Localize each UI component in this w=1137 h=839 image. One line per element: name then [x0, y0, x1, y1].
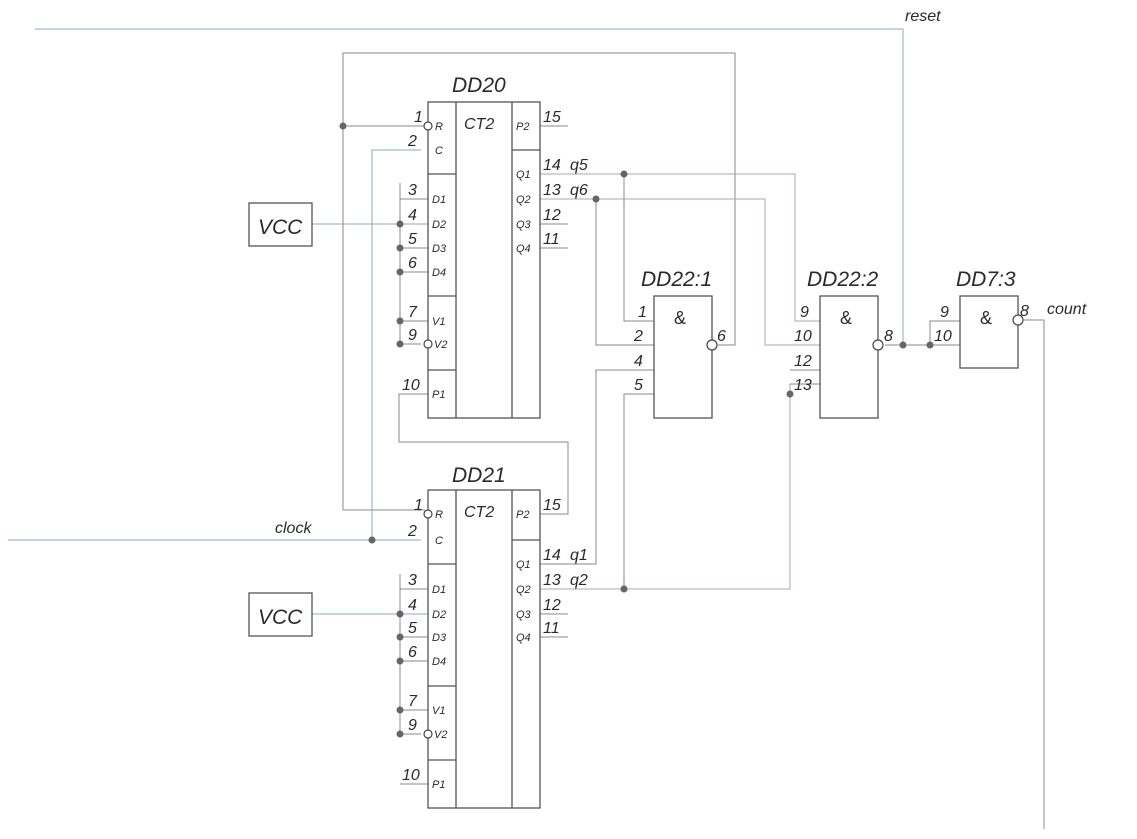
dd20-label-q1: Q1: [516, 169, 531, 181]
dd20-label-d1: D1: [432, 194, 446, 206]
dd21-label-q2: Q2: [516, 584, 531, 596]
dd20-label-q2: Q2: [516, 194, 531, 206]
dd22-2-in-9: 9: [800, 304, 809, 321]
dd21-pin-d2: 4: [408, 597, 417, 614]
dd21-pin-r: 1: [414, 497, 423, 514]
dd21-pin-v1: 7: [408, 693, 418, 710]
gate-dd7-3: DD7:3 & 9 10 8: [934, 268, 1029, 369]
dd20-pin-p2: 15: [543, 109, 561, 126]
dd21-label-q1: Q1: [516, 559, 531, 571]
dd22-1-ref: DD22:1: [641, 268, 712, 291]
vcc-top: VCC: [248, 202, 313, 247]
dd20-label-q3: Q3: [516, 219, 532, 231]
dd7-3-in-10: 10: [934, 328, 952, 345]
dd22-1-out: 6: [717, 328, 726, 345]
dd20-pin-d3: 5: [408, 231, 417, 248]
dd20-pin-r: 1: [414, 109, 423, 126]
dd22-1-in-1: 1: [638, 304, 647, 321]
dd20-label-d4: D4: [432, 267, 446, 279]
dd21-label-r: R: [435, 509, 443, 521]
dd22-1-in-5: 5: [634, 377, 643, 394]
dd20-type: CT2: [464, 116, 494, 133]
dd7-3-ref: DD7:3: [956, 268, 1016, 291]
wires: [8, 28, 1045, 829]
dd21-label-c: C: [435, 535, 443, 547]
dd21-label-d2: D2: [432, 609, 446, 621]
gate-dd22-2: DD22:2 & 9 10 12 13 8: [794, 268, 893, 419]
dd21-pin-p1: 10: [402, 767, 420, 784]
dd20-pin-q2: 13: [543, 182, 561, 199]
dd20-pin-q3: 12: [543, 207, 561, 224]
dd22-2-in-10: 10: [794, 328, 812, 345]
dd21-pin-d4: 6: [408, 644, 417, 661]
vcc-bottom-label: VCC: [258, 606, 303, 629]
dd21-pin-q3: 12: [543, 597, 561, 614]
dd21-pin-d3: 5: [408, 620, 417, 637]
dd22-1-in-2: 2: [633, 328, 643, 345]
dd21-pin-d1: 3: [408, 572, 417, 589]
counter-dd20: DD20 CT2 1 2 3 4 5 6 7 9 10 R C D1 D2 D3…: [402, 74, 588, 419]
clock-label: clock: [275, 520, 312, 537]
dd22-2-out: 8: [884, 328, 893, 345]
counter-dd21: DD21 CT2 1 2 3 4 5 6 7 9 10 R C D1 D2 D3…: [402, 464, 588, 809]
vcc-top-label: VCC: [258, 216, 303, 239]
dd21-type: CT2: [464, 504, 494, 521]
gate-dd22-1: DD22:1 & 1 2 4 5 6: [624, 268, 726, 419]
dd22-2-in-13: 13: [794, 377, 812, 394]
dd20-label-p1: P1: [432, 389, 445, 401]
net-q1-label: q1: [570, 547, 588, 564]
net-q6-label: q6: [570, 182, 588, 199]
dd21-label-q4: Q4: [516, 632, 531, 644]
reset-label: reset: [905, 8, 941, 25]
dd20-label-p2: P2: [516, 121, 529, 133]
dd20-label-c: C: [435, 145, 443, 157]
dd21-pin-c: 2: [407, 523, 417, 540]
dd21-pin-v2: 9: [408, 717, 417, 734]
dd21-ref: DD21: [452, 464, 506, 487]
dd20-label-v1: V1: [432, 316, 445, 328]
dd22-1-in-4: 4: [634, 353, 643, 370]
net-q2-label: q2: [570, 572, 588, 589]
dd20-pin-q1: 14: [543, 157, 561, 174]
dd20-ref: DD20: [452, 74, 506, 97]
dd22-2-ref: DD22:2: [807, 268, 879, 291]
dd20-pin-v2: 9: [408, 327, 417, 344]
dd21-label-d1: D1: [432, 584, 446, 596]
junction-dots: [339, 122, 934, 738]
dd21-label-p2: P2: [516, 509, 529, 521]
dd20-label-q4: Q4: [516, 243, 531, 255]
dd20-pin-d1: 3: [408, 182, 417, 199]
dd20-pin-p1: 10: [402, 377, 420, 394]
dd20-pin-d2: 4: [408, 207, 417, 224]
dd21-pin-q4: 11: [543, 620, 560, 637]
dd21-pin-q1: 14: [543, 547, 561, 564]
dd20-label-r: R: [435, 121, 443, 133]
dd20-pin-c: 2: [407, 133, 417, 150]
dd20-label-v2: V2: [434, 339, 447, 351]
dd22-2-in-12: 12: [794, 353, 812, 370]
dd22-2-symbol: &: [840, 308, 852, 328]
dd21-label-v1: V1: [432, 705, 445, 717]
dd20-pin-v1: 7: [408, 304, 418, 321]
dd20-pin-d4: 6: [408, 255, 417, 272]
dd20-label-d3: D3: [432, 243, 447, 255]
dd21-label-p1: P1: [432, 779, 445, 791]
dd21-label-d4: D4: [432, 656, 446, 668]
dd20-label-d2: D2: [432, 219, 446, 231]
dd21-pin-q2: 13: [543, 572, 561, 589]
count-label: count: [1047, 301, 1087, 318]
dd21-label-d3: D3: [432, 632, 447, 644]
dd7-3-in-9: 9: [940, 304, 949, 321]
dd21-label-v2: V2: [434, 729, 447, 741]
dd7-3-out: 8: [1020, 303, 1029, 320]
dd20-pin-q4: 11: [543, 231, 560, 248]
dd7-3-symbol: &: [980, 308, 992, 328]
dd21-label-q3: Q3: [516, 609, 532, 621]
vcc-bottom: VCC: [248, 592, 313, 637]
dd21-pin-p2: 15: [543, 497, 561, 514]
dd22-1-symbol: &: [674, 308, 686, 328]
net-q5-label: q5: [570, 157, 588, 174]
